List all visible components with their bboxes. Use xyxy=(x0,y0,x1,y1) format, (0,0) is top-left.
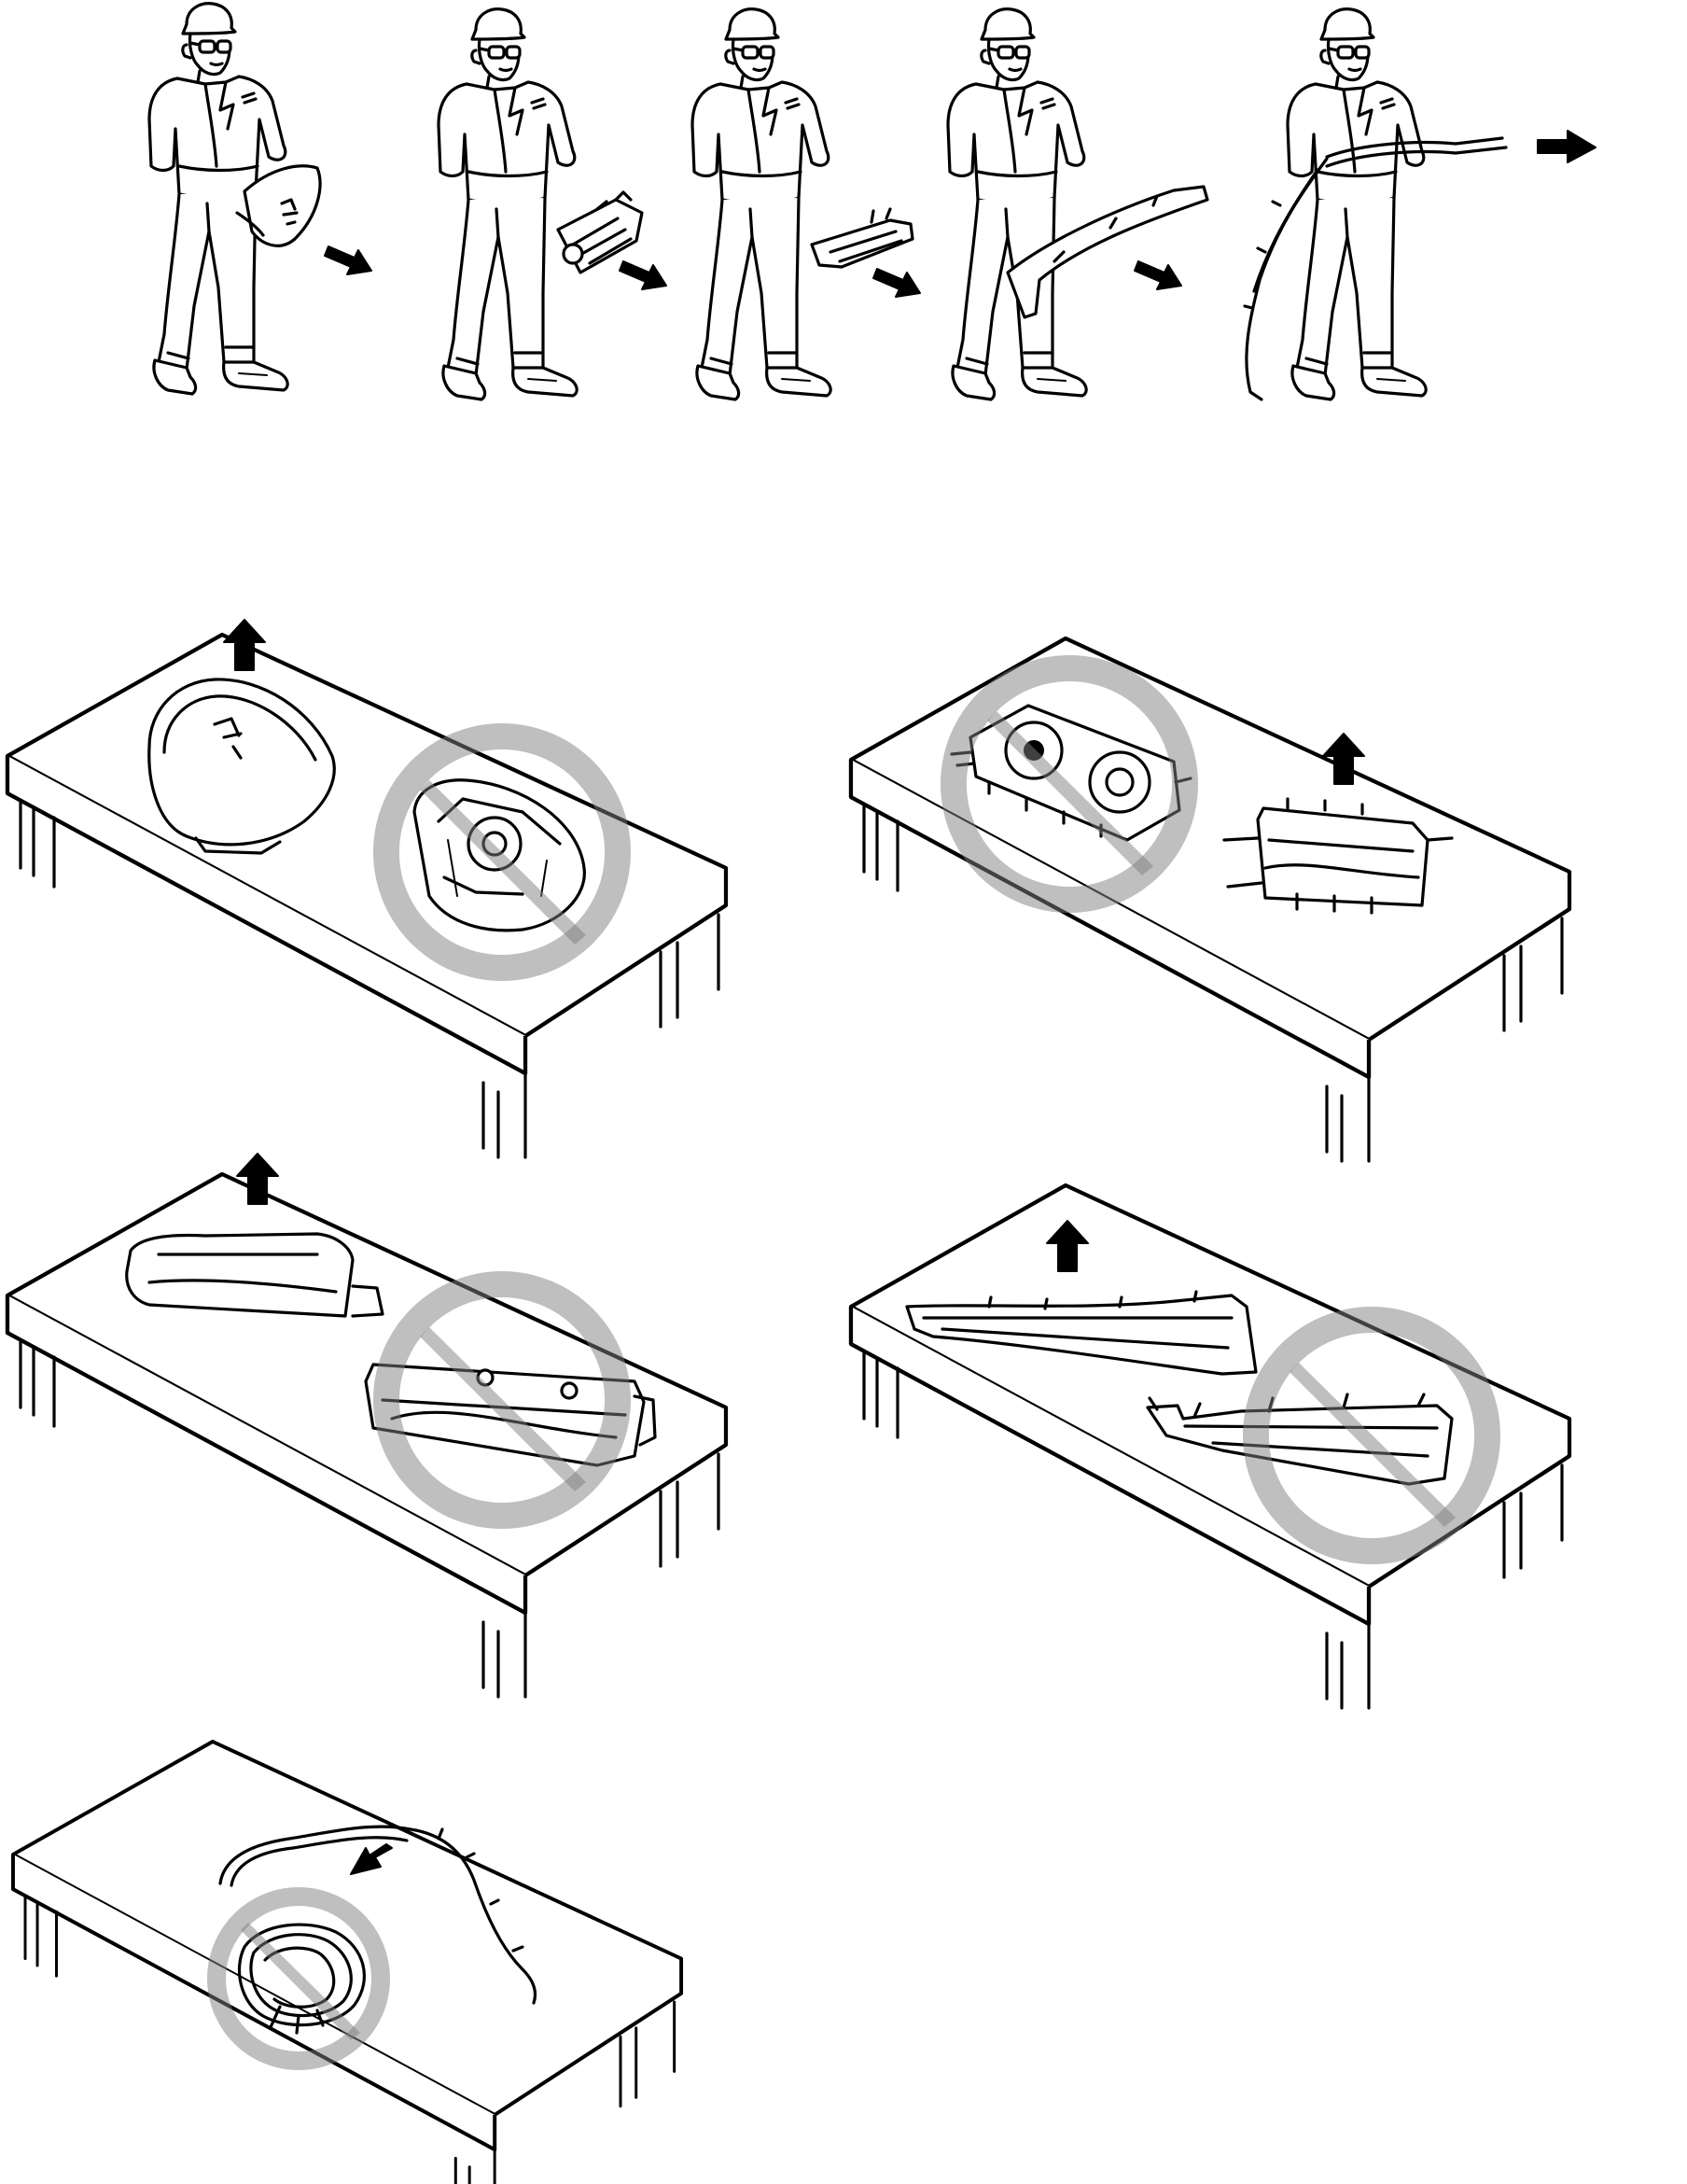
curtain-airbag-carried xyxy=(1243,136,1508,401)
worker-knee-airbag xyxy=(690,7,921,401)
steering-airbag-trim-up xyxy=(147,678,336,855)
prohibited-sign xyxy=(1243,1307,1500,1564)
prohibited-sign xyxy=(941,655,1198,913)
table-side-airbag xyxy=(851,1185,1569,1708)
knee-airbag-carried xyxy=(810,207,914,269)
prohibited-sign xyxy=(373,723,631,981)
worker-side-airbag xyxy=(946,7,1209,401)
table-passenger-airbag xyxy=(851,638,1569,1161)
passenger-airbag-carried xyxy=(556,190,644,274)
direction-arrow xyxy=(1134,260,1182,290)
side-airbag-carried xyxy=(1006,185,1209,319)
direction-arrow xyxy=(872,268,921,298)
direction-arrow xyxy=(324,245,372,275)
prohibited-sign xyxy=(207,1887,390,2070)
worker-curtain-airbag xyxy=(1243,7,1596,401)
knee-airbag-trim-up xyxy=(125,1232,384,1318)
direction-arrow xyxy=(619,260,667,290)
direction-arrow-right xyxy=(1537,130,1596,163)
steering-airbag-carried xyxy=(235,164,322,247)
passenger-airbag-trim-up xyxy=(1222,797,1454,915)
curtain-airbag-coiled xyxy=(237,1923,366,2035)
table-curtain-airbag xyxy=(11,1740,684,2184)
table-knee-airbag xyxy=(7,1153,726,1697)
down-left-arrow xyxy=(350,1843,393,1875)
worker-passenger-airbag xyxy=(437,7,667,401)
worker-steering-airbag xyxy=(147,2,372,396)
table-steering-airbag xyxy=(7,619,726,1157)
curtain-airbag-laid-out xyxy=(218,1825,537,2005)
side-airbag-trim-up xyxy=(905,1290,1258,1376)
prohibited-sign xyxy=(373,1271,631,1529)
